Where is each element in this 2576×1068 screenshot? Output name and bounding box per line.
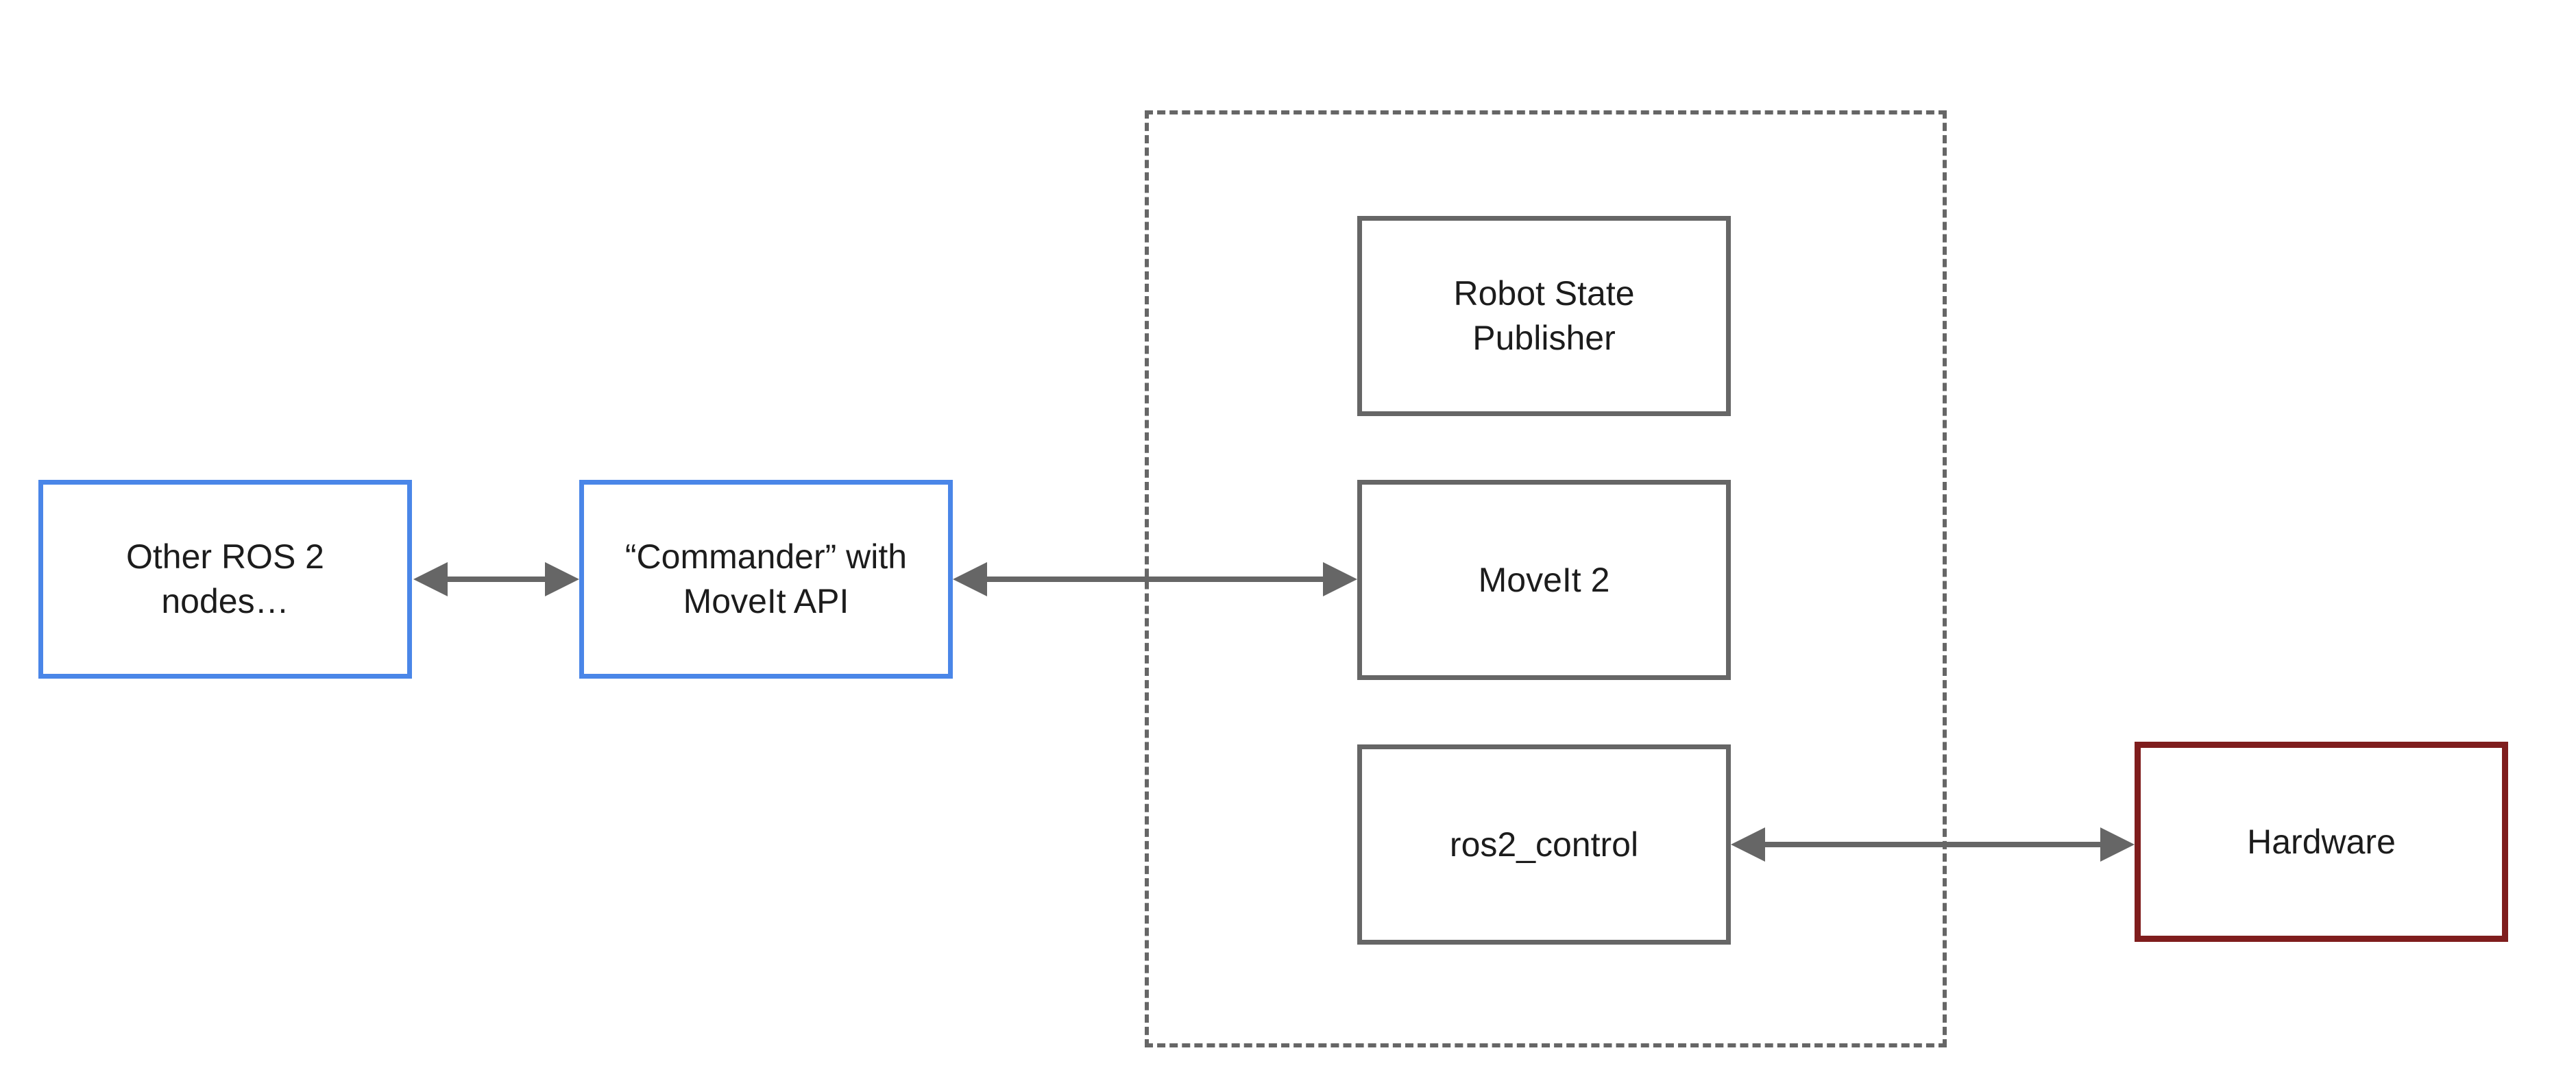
- node-ros2-control: ros2_control: [1357, 744, 1731, 945]
- arrowhead-left-icon: [413, 562, 448, 596]
- arrowhead-left-icon: [1731, 827, 1765, 862]
- node-commander-moveit-api-label: “Commander” with MoveIt API: [624, 537, 908, 620]
- node-robot-state-publisher: Robot State Publisher: [1357, 216, 1731, 416]
- node-other-ros2-nodes-label: Other ROS 2 nodes…: [126, 537, 324, 620]
- node-commander-moveit-api: “Commander” with MoveIt API: [579, 480, 953, 679]
- node-hardware-label: Hardware: [2247, 822, 2396, 861]
- arrow-shaft: [1765, 842, 2100, 847]
- arrowhead-right-icon: [1323, 562, 1357, 596]
- arrowhead-right-icon: [2100, 827, 2135, 862]
- node-hardware: Hardware: [2135, 742, 2508, 942]
- arrowhead-left-icon: [953, 562, 987, 596]
- node-robot-state-publisher-label: Robot State Publisher: [1453, 274, 1635, 357]
- arrow-other-ros2-nodes-to-commander: [413, 561, 579, 597]
- arrow-ros2-control-to-hardware: [1731, 827, 2135, 862]
- node-other-ros2-nodes: Other ROS 2 nodes…: [38, 480, 412, 679]
- arrow-commander-to-moveit-2: [953, 561, 1357, 597]
- node-ros2-control-label: ros2_control: [1449, 825, 1639, 864]
- arrow-shaft: [987, 577, 1323, 582]
- arrow-shaft: [448, 577, 545, 582]
- arrowhead-right-icon: [545, 562, 579, 596]
- node-moveit-2: MoveIt 2: [1357, 480, 1731, 680]
- node-moveit-2-label: MoveIt 2: [1478, 560, 1610, 599]
